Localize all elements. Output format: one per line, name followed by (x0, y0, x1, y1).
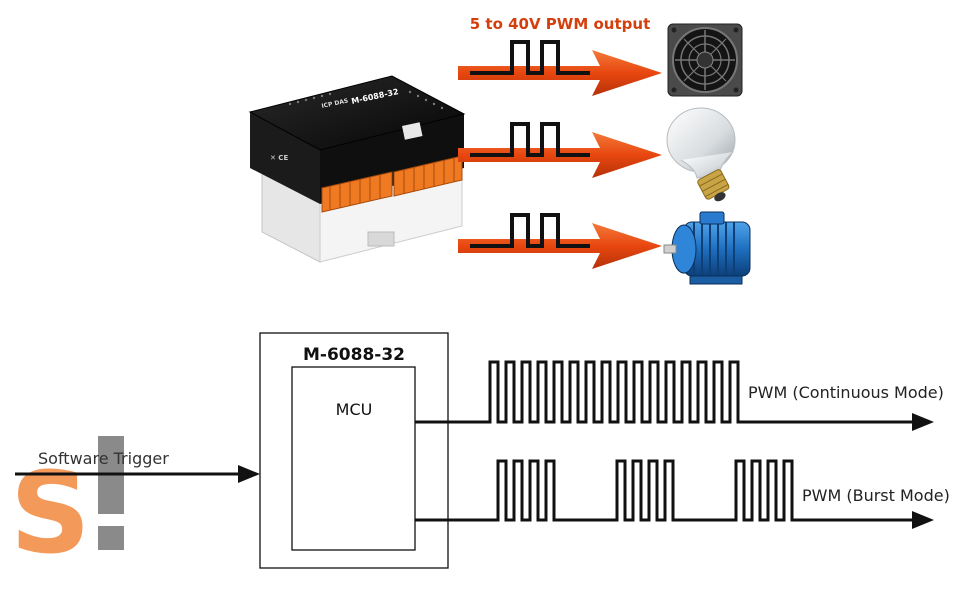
input-label: Software Trigger (38, 449, 169, 468)
pwm-burst-waveform (415, 459, 915, 522)
output-title: 5 to 40V PWM output (470, 15, 651, 33)
mcu-box (291, 366, 416, 551)
pwm-continuous-arrowhead (912, 413, 934, 431)
output-arrow-2 (458, 122, 662, 178)
pwm-burst-arrowhead (912, 511, 934, 529)
device-image: ICP DAS M-6088-32 ✕ CE (248, 75, 466, 263)
pwm-continuous-label: PWM (Continuous Mode) (748, 383, 944, 402)
ce-mark: ✕ CE (270, 154, 288, 162)
mcu-label: MCU (336, 400, 373, 419)
watermark-dot (98, 526, 124, 550)
output-arrow-1 (458, 40, 662, 96)
fan-icon (667, 23, 743, 97)
motor-icon (663, 211, 751, 285)
input-arrow-head (238, 465, 260, 483)
pwm-burst-label: PWM (Burst Mode) (802, 486, 950, 505)
watermark-s: S (10, 449, 91, 579)
device-name: M-6088-32 (303, 345, 405, 365)
output-arrow-3 (458, 213, 662, 269)
light-bulb-icon (666, 107, 736, 202)
pwm-continuous-waveform (415, 360, 915, 424)
watermark-logo: S (10, 436, 124, 579)
